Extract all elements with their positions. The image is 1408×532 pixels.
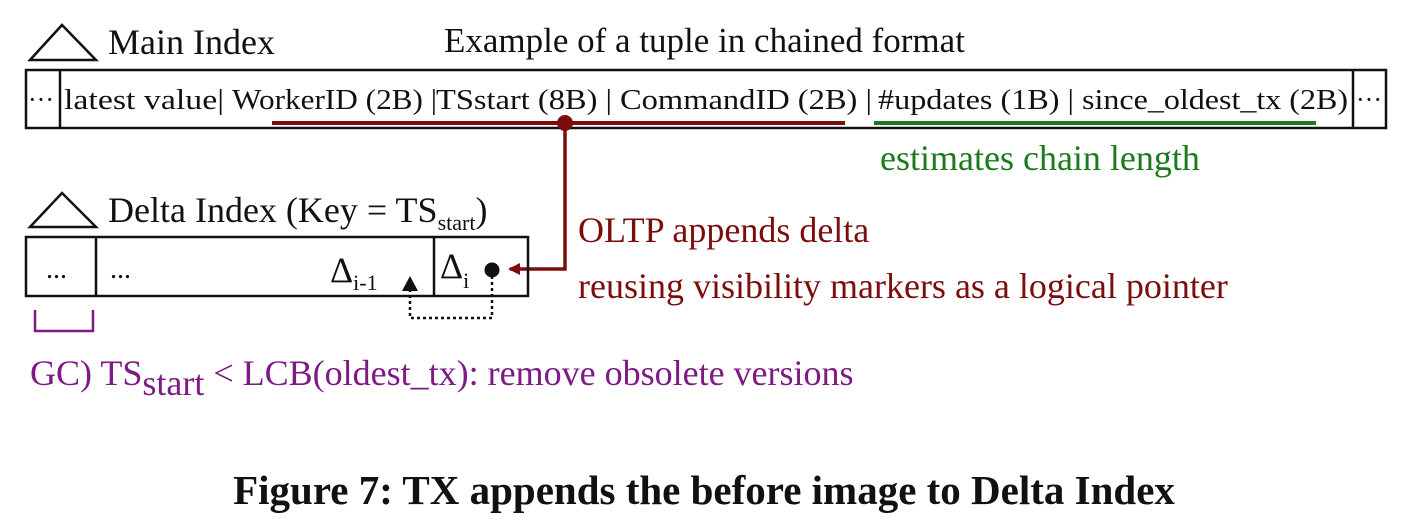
delta-current-label: Δi [440,246,469,293]
tuple-record: ··· ··· latest value| WorkerID (2B) | TS… [24,68,1388,130]
tuple-ellipsis-right: ··· [1356,85,1382,114]
figure-caption: Figure 7: TX appends the before image to… [233,467,1175,513]
gc-bracket [33,310,95,333]
field-worker-id: WorkerID (2B) | [232,84,437,116]
oltp-note-line1: OLTP appends delta [578,210,869,250]
tuple-ellipsis-left: ··· [28,85,54,114]
version-chain-dotted-pointer [408,270,494,320]
field-updates: #updates (1B) | [878,84,1074,116]
delta-index-title: Delta Index (Key = TSstart) [108,190,487,235]
delta-index-triangle-icon [27,191,100,229]
gc-note: GC) TSstart < LCB(oldest_tx): remove obs… [30,353,854,403]
delta-index-record: ... ... Δi-1 Δi [24,235,530,320]
example-title: Example of a tuple in chained format [444,21,965,60]
delta-current-dot [484,262,500,278]
field-latest-value: latest value| [64,84,224,116]
version-chain-arrowhead [402,276,418,291]
delta-prev-label: Δi-1 [330,250,378,295]
main-index-title: Main Index [108,22,275,62]
logical-pointer-arrow [508,123,567,275]
estimates-chain-length-note: estimates chain length [880,138,1200,178]
field-ts-start: TSstart (8B) | [436,84,612,116]
main-index-triangle-icon [27,23,99,62]
field-since-oldest-tx: since_oldest_tx (2B) [1082,84,1348,116]
field-command-id: CommandID (2B) | [620,84,872,116]
delta-cell-ellipsis-first: ... [46,254,67,285]
delta-cell-ellipsis-second: ... [110,254,131,285]
oltp-note-line2: reusing visibility markers as a logical … [578,266,1228,306]
